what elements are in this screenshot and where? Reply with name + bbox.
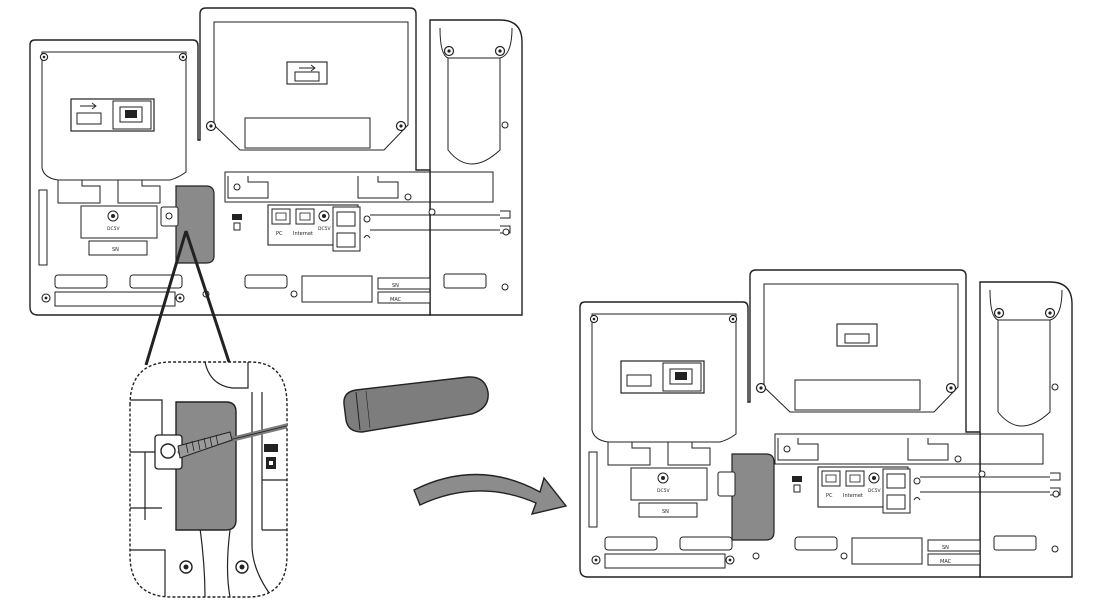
lock-icon bbox=[264, 444, 278, 469]
zoom-leader-line bbox=[144, 230, 188, 366]
usb-icon bbox=[299, 64, 316, 72]
dc5v-label-left: DC5V bbox=[657, 488, 670, 494]
phone-after: PC Internet DC5V DC5V SN SN MAC bbox=[579, 269, 1073, 578]
internet-port-label: Internet bbox=[293, 231, 313, 237]
pc-port-label: PC bbox=[276, 231, 283, 237]
usb-icon bbox=[80, 102, 97, 110]
sn-label-right: SN bbox=[942, 545, 949, 551]
dc5v-label-left: DC5V bbox=[107, 226, 120, 232]
expansion-cover bbox=[160, 185, 215, 264]
dc5v-label-right: DC5V bbox=[868, 488, 881, 494]
screw-icon bbox=[160, 443, 176, 459]
phone-before: PC Internet DC5V DC5V SN SN MAC bbox=[29, 7, 523, 316]
internet-port-label: Internet bbox=[843, 493, 863, 499]
expansion-cover-zoomed bbox=[175, 401, 237, 531]
expansion-cover bbox=[717, 453, 775, 541]
sn-label-left: SN bbox=[112, 247, 119, 253]
dc5v-label-right: DC5V bbox=[318, 226, 331, 232]
zoom-inset bbox=[129, 361, 288, 598]
zoom-leader-line bbox=[184, 230, 232, 366]
lock-icon bbox=[232, 214, 242, 231]
mac-label: MAC bbox=[390, 297, 402, 303]
sn-label-left: SN bbox=[662, 509, 669, 515]
mac-label: MAC bbox=[940, 559, 952, 565]
sn-label-right: SN bbox=[392, 283, 399, 289]
screwdriver bbox=[343, 376, 489, 433]
pc-port-label: PC bbox=[826, 493, 833, 499]
lock-icon bbox=[792, 476, 802, 493]
direction-arrow bbox=[413, 473, 568, 515]
